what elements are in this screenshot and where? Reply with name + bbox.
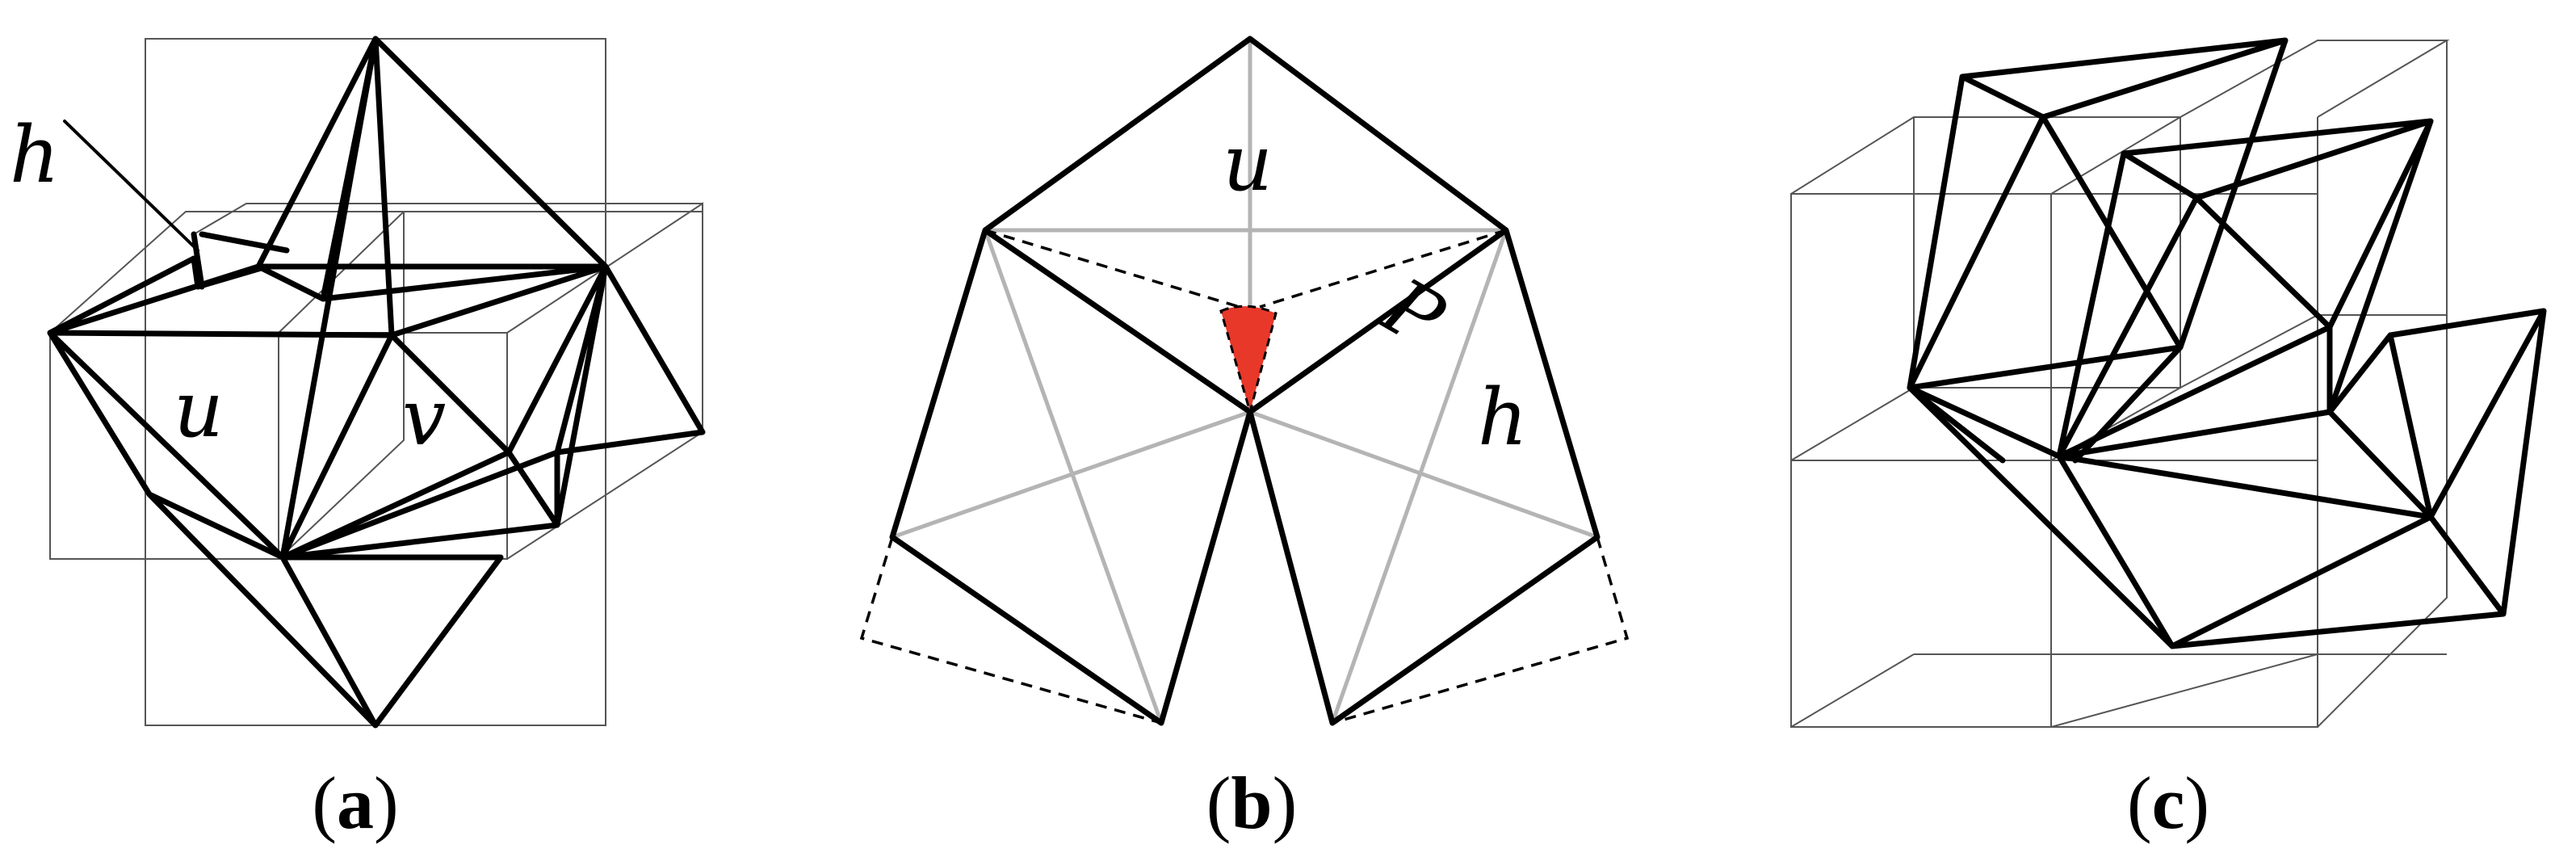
panel-a-cube-right — [279, 202, 703, 560]
panel-b-dashes — [859, 229, 1630, 725]
panel-c-lower-polyhedron — [1907, 308, 2547, 649]
panel-b-caption: (b) — [1206, 762, 1297, 844]
panel-a: h u v (a) — [10, 36, 706, 844]
panel-a-label-u: u — [174, 364, 224, 455]
panel-a-polyhedron — [47, 36, 706, 729]
panel-c-back-polyhedron — [1907, 37, 2289, 464]
panel-b-label-u: u — [1223, 118, 1273, 208]
panel-c-polyhedron — [1907, 37, 2547, 649]
panel-a-label-h: h — [10, 110, 60, 200]
panel-a-cube-back — [193, 203, 703, 235]
panel-a-edges — [47, 36, 706, 729]
panel-b-dashed-edges — [859, 229, 1630, 725]
panel-b-label-h: h — [1478, 372, 1528, 463]
panel-a-grid-boxes — [49, 38, 703, 726]
panel-b-grey-lines — [892, 39, 1598, 724]
panel-c: (c) — [1790, 37, 2547, 844]
panel-c-front-polyhedron — [2056, 118, 2434, 460]
panel-b-highlight-triangle — [1219, 305, 1278, 417]
panel-a-label-v: v — [402, 372, 446, 463]
panel-a-caption: (a) — [312, 762, 398, 844]
panel-c-caption: (c) — [2127, 762, 2209, 844]
panel-b-grey-diagonals — [892, 39, 1598, 724]
panel-a-h-pointer — [63, 120, 199, 252]
panel-b: u P h (b) — [859, 36, 1630, 844]
